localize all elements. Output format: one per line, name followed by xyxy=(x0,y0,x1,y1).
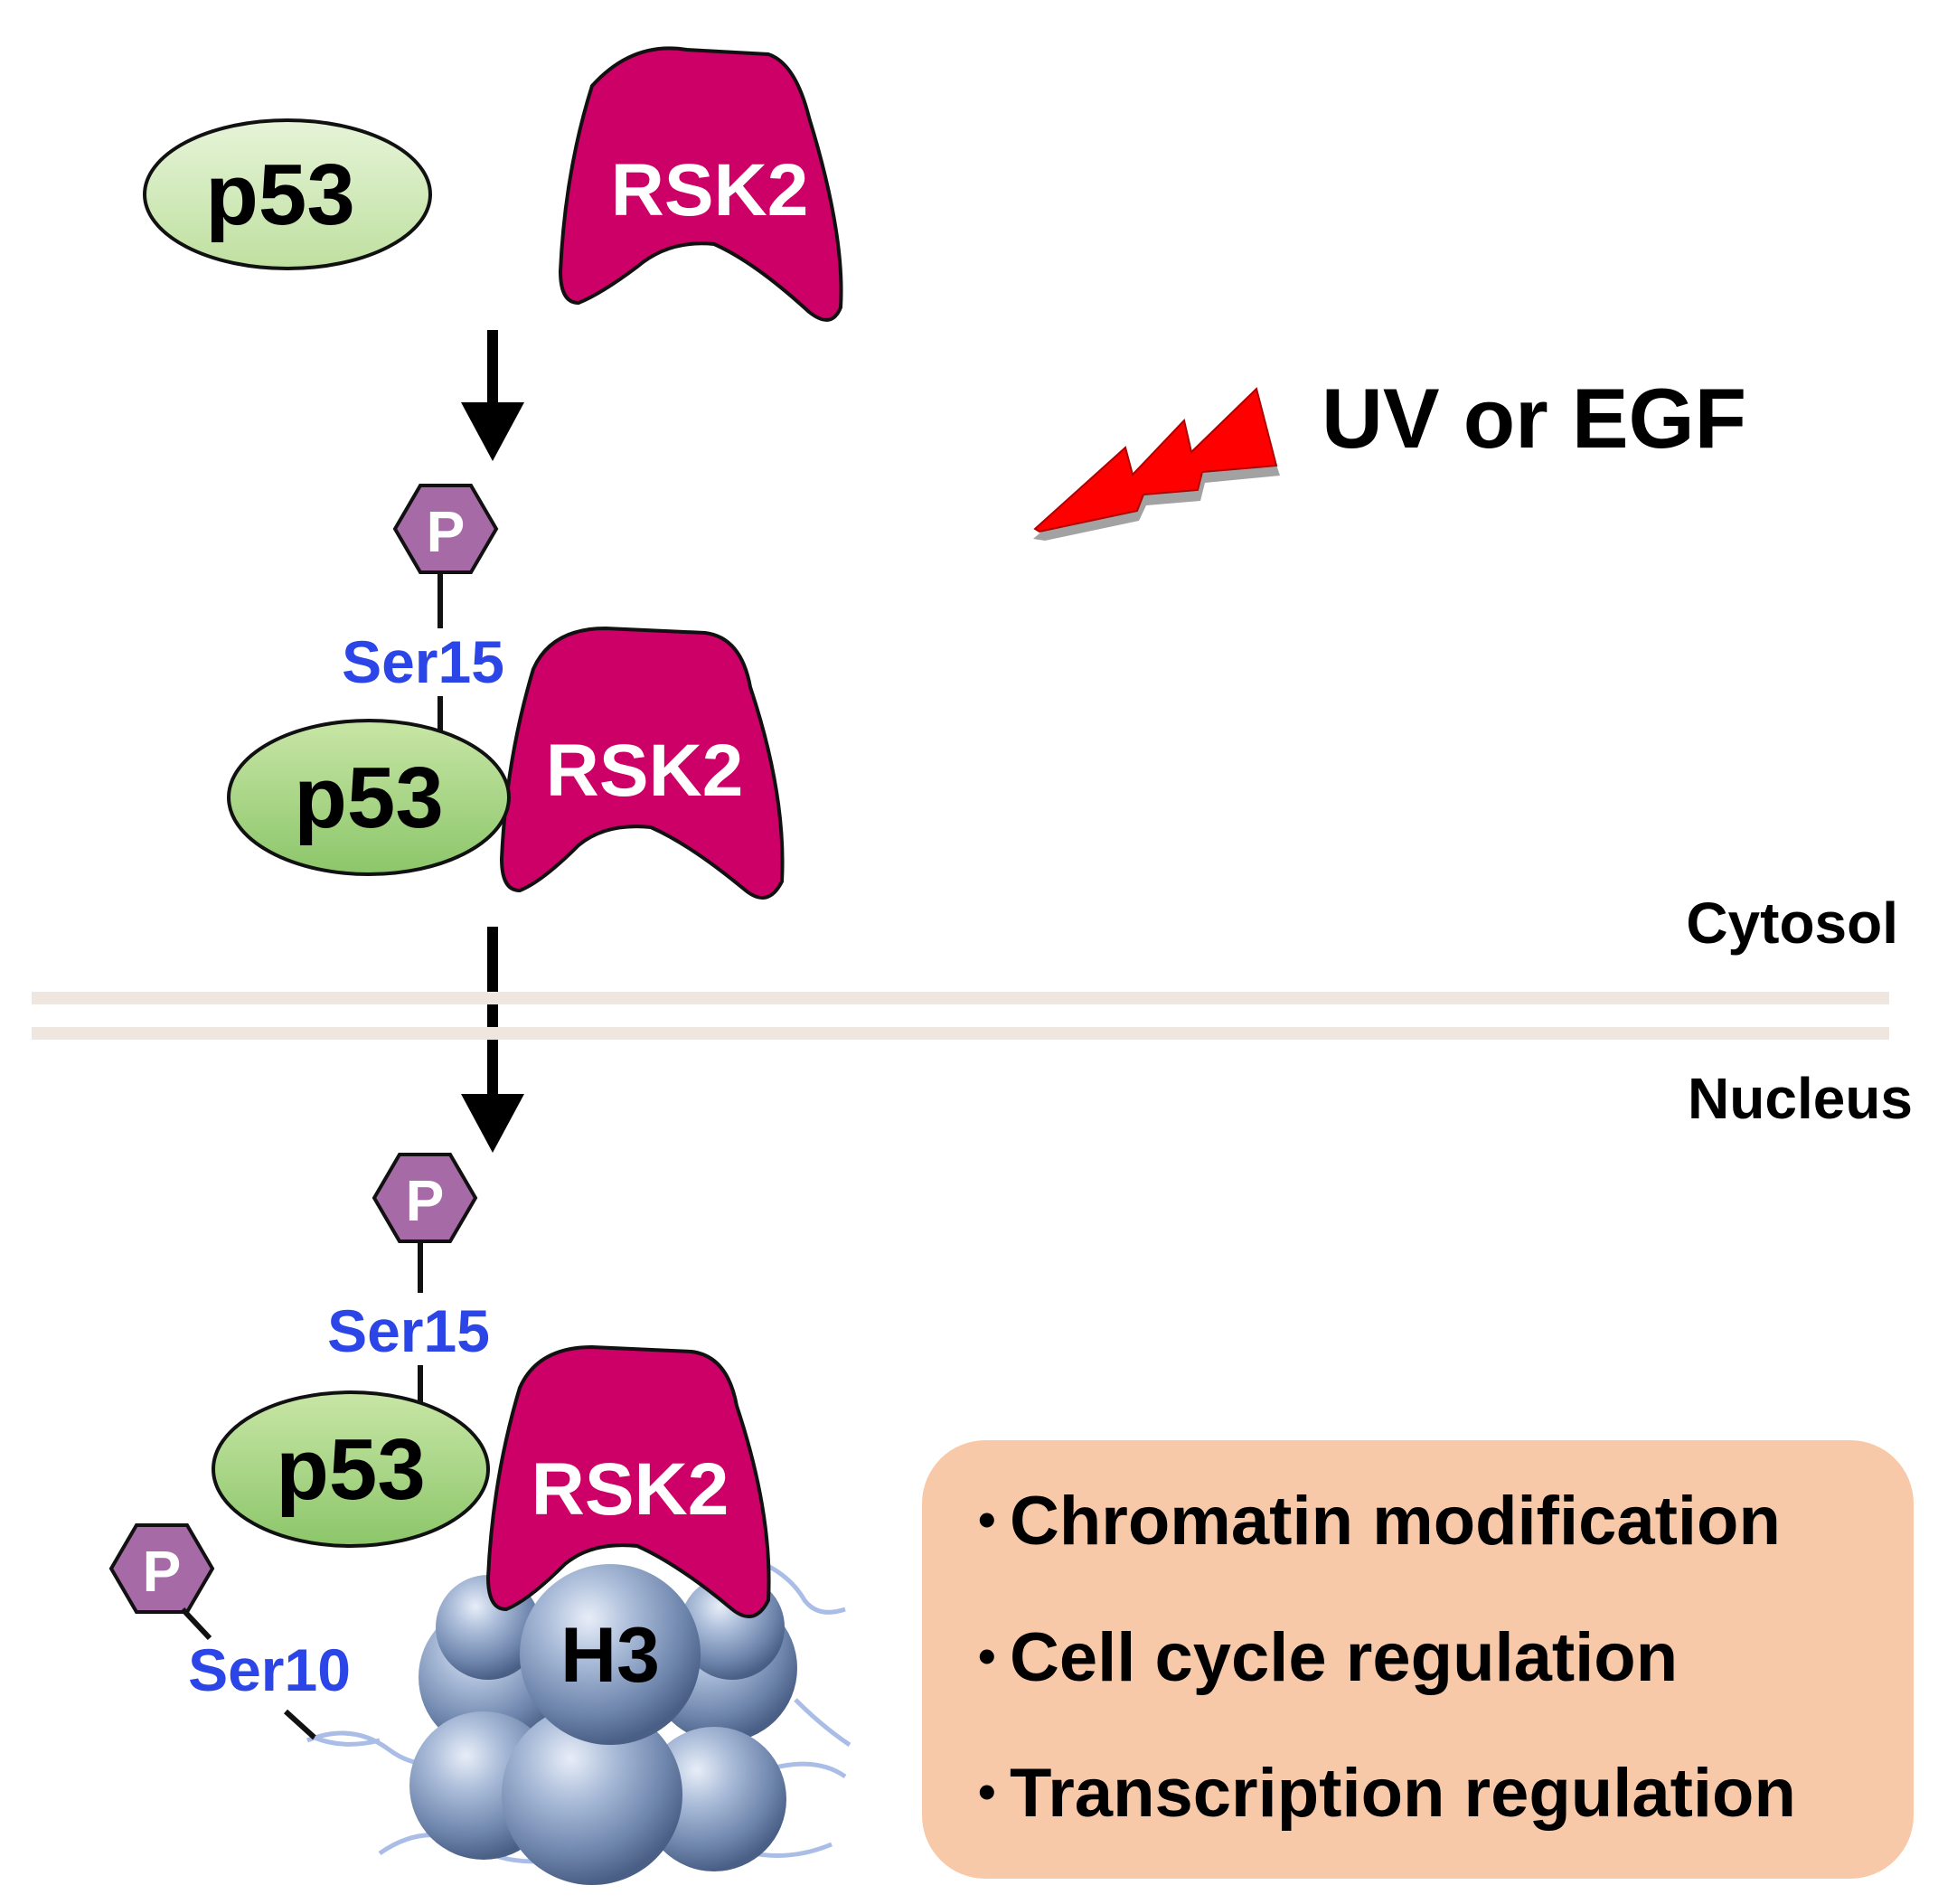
phospho-group-3: P xyxy=(108,1523,215,1614)
rsk2-free: RSK2 xyxy=(558,46,843,322)
phospho-label-2: P xyxy=(406,1168,445,1233)
outcome-item-1: Chromatin modification xyxy=(1010,1483,1781,1560)
rsk2-label-free: RSK2 xyxy=(611,149,809,231)
arrow-to-nucleus xyxy=(461,927,524,1153)
outcome-item-3: Transcription regulation xyxy=(1010,1755,1796,1832)
site-label-ser15-1: Ser15 xyxy=(342,628,504,695)
site-label-ser10: Ser10 xyxy=(188,1636,351,1703)
p53-label-1: p53 xyxy=(294,749,443,846)
outcome-item-2: Cell cycle regulation xyxy=(1010,1619,1678,1696)
rsk2-complex-1: RSK2 xyxy=(499,626,785,900)
outcomes-panel: • Chromatin modification • Cell cycle re… xyxy=(922,1440,1914,1879)
compartment-nucleus: Nucleus xyxy=(1688,1066,1913,1131)
lightning-bolt-icon xyxy=(1033,387,1280,541)
link-line-3b xyxy=(283,1709,317,1740)
phospho-label-3: P xyxy=(143,1539,182,1604)
p53-label-free: p53 xyxy=(205,146,354,243)
rsk2-label-2: RSK2 xyxy=(532,1448,729,1531)
p53-complex-1: p53 xyxy=(227,719,511,876)
phospho-group-1: P xyxy=(392,484,499,574)
nuclear-membrane xyxy=(32,992,1889,1040)
histone-octamer: H3 xyxy=(306,1552,851,1885)
h3-tail xyxy=(314,1735,381,1747)
phospho-label-1: P xyxy=(427,499,466,564)
arrow-to-complex xyxy=(461,330,524,461)
outcome-bullet-3: • xyxy=(978,1763,996,1820)
phospho-group-2: P xyxy=(372,1153,478,1243)
rsk2-complex-2: RSK2 xyxy=(485,1344,771,1618)
p53-label-2: p53 xyxy=(276,1421,425,1518)
p53-complex-2: p53 xyxy=(212,1390,490,1548)
link-line-3a xyxy=(180,1607,212,1641)
rsk2-label-1: RSK2 xyxy=(546,730,744,812)
compartment-cytosol: Cytosol xyxy=(1686,891,1898,956)
outcome-bullet-2: • xyxy=(978,1627,996,1684)
outcome-bullet-1: • xyxy=(978,1491,996,1548)
stimulus-label: UV or EGF xyxy=(1322,371,1746,466)
site-label-ser15-2: Ser15 xyxy=(327,1297,490,1364)
h3-label: H3 xyxy=(560,1612,660,1699)
p53-free: p53 xyxy=(143,118,432,270)
